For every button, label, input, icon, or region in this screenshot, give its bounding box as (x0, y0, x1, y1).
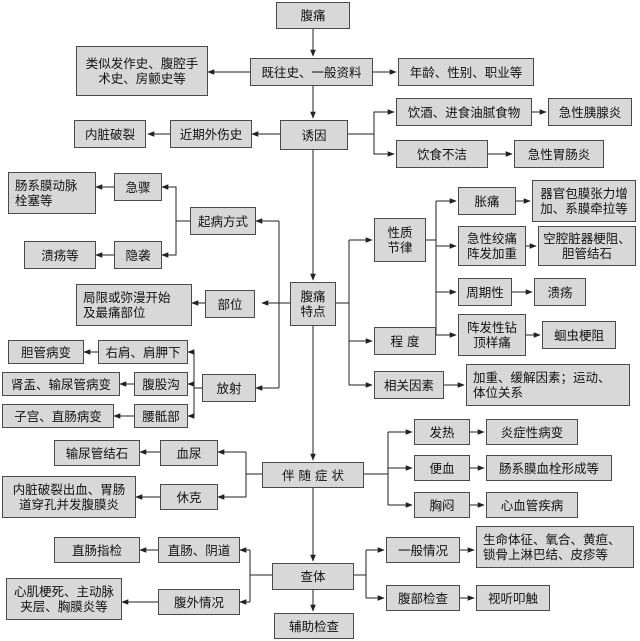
node-location: 部位 (205, 290, 255, 318)
node-accompanying: 伴 随 症 状 (262, 462, 364, 488)
node-localized: 局限或弥漫开始 及最痛部位 (76, 284, 192, 326)
node-mi-dissection: 心肌梗死、主动脉 夹层、胸膜炎等 (6, 578, 122, 620)
node-trigger: 诱因 (280, 120, 348, 150)
node-similar-history: 类似发作史、腹腔手 术史、房颤史等 (76, 46, 208, 96)
node-cardiovascular: 心血管疾病 (486, 492, 578, 518)
node-insidious: 隐袭 (114, 241, 162, 269)
node-fever: 发热 (414, 419, 470, 445)
node-capsule-tension: 器官包膜张力增 加、系膜牵拉等 (532, 180, 636, 222)
node-exam: 查体 (272, 563, 354, 590)
node-right-shoulder: 右肩、肩胛下 (98, 340, 188, 364)
node-sudden: 急骤 (114, 173, 162, 201)
node-rectal-exam: 直肠指检 (54, 537, 140, 563)
node-chest-tightness: 胸闷 (414, 492, 470, 518)
node-ureteral-stone: 输尿管结石 (54, 440, 140, 466)
node-drinking: 饮酒、进食油腻食物 (396, 98, 532, 126)
node-age-sex-job: 年龄、性别、职业等 (398, 58, 534, 86)
node-ulcer: 溃疡 (534, 278, 586, 306)
node-rectal-vaginal: 直肠、阴道 (158, 537, 240, 563)
node-history: 既往史、一般资料 (250, 58, 373, 86)
node-ulcer-etc: 溃疡等 (24, 241, 96, 269)
node-groin: 腹股沟 (134, 372, 188, 396)
node-renal-ureter: 肾盂、输尿管病变 (2, 372, 120, 396)
node-general-condition: 一般情况 (386, 537, 460, 563)
node-hollow-obstruction: 空腔脏器梗阻、 胆管结石 (538, 226, 636, 266)
node-abdominal-exam: 腹部检查 (386, 585, 460, 611)
node-auxiliary: 辅助检查 (274, 613, 354, 639)
node-aggravating: 加重、缓解因素；运动、 体位关系 (466, 364, 630, 406)
node-drilling: 阵发性钻 顶样痛 (458, 314, 526, 356)
node-abdominal-pain: 腹痛 (276, 2, 350, 29)
node-radiation: 放射 (202, 374, 256, 402)
node-inflammatory: 炎症性病变 (486, 419, 578, 445)
node-nature-rhythm: 性质 节律 (374, 218, 426, 262)
node-uterus-rectum: 子宫、直肠病变 (2, 404, 114, 428)
node-related-factors: 相关因素 (374, 371, 444, 399)
node-shock: 休克 (160, 484, 218, 510)
node-organ-rupture: 内脏破裂 (74, 120, 146, 148)
node-acute-pancreatitis: 急性胰腺炎 (548, 98, 632, 126)
node-mesenteric-embolism: 肠系膜动脉 栓塞等 (8, 172, 96, 214)
node-recent-trauma: 近期外伤史 (170, 120, 252, 148)
node-lumbosacral: 腰骶部 (134, 404, 188, 428)
node-unclean-diet: 饮食不洁 (396, 140, 488, 168)
node-inspection: 视听叩触 (476, 585, 550, 611)
node-degree: 程 度 (374, 327, 436, 355)
node-ascaris: 蛔虫梗阻 (542, 321, 616, 349)
node-pain-features: 腹痛 特点 (290, 282, 336, 326)
node-biliary-disease: 胆管病变 (8, 340, 84, 364)
node-mesenteric-thrombosis: 肠系膜血栓形成等 (486, 455, 612, 481)
node-onset-mode: 起病方式 (190, 207, 256, 235)
node-colic: 急性绞痛 阵发加重 (458, 226, 526, 266)
node-distension: 胀痛 (458, 187, 516, 215)
node-acute-gastroenteritis: 急性胃肠炎 (514, 140, 604, 168)
node-vital-signs: 生命体征、氧合、黄疸、 锁骨上淋巴结、皮疹等 (476, 526, 634, 568)
node-periodic: 周期性 (458, 278, 512, 306)
node-organ-bleeding: 内脏破裂出血、胃肠 道穿孔并发腹膜炎 (2, 476, 136, 518)
node-bloody-stool: 便血 (414, 455, 470, 481)
node-hematuria: 血尿 (160, 440, 218, 466)
node-extra-abdominal: 腹外情况 (158, 589, 240, 615)
